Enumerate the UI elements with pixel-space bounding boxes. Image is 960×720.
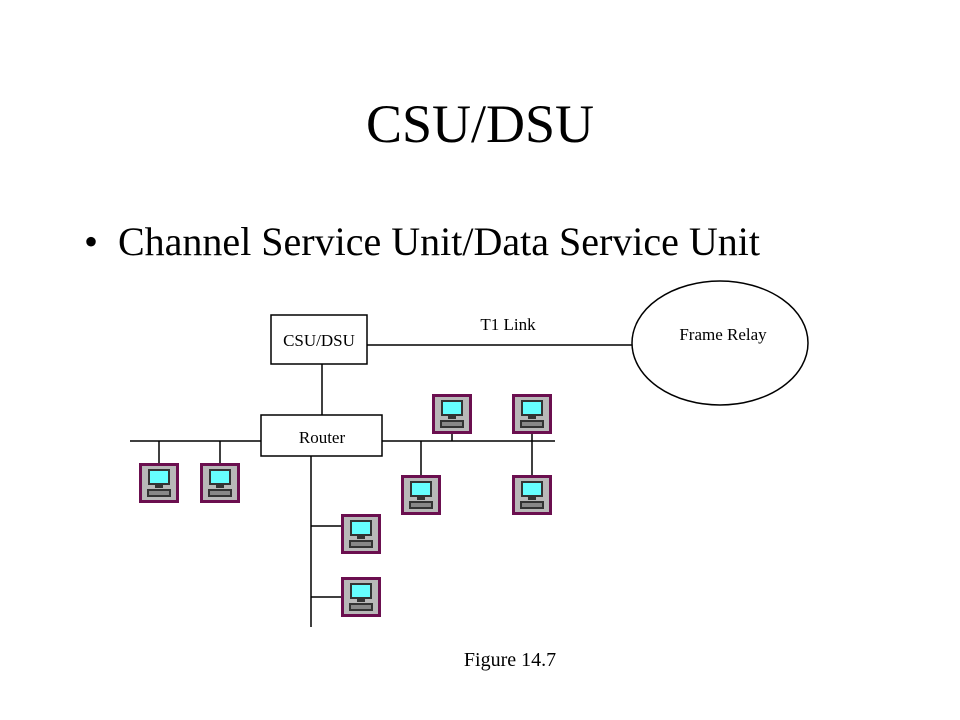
bullet-marker: • <box>84 219 99 264</box>
router-label: Router <box>299 428 346 447</box>
computer-icon <box>341 514 381 554</box>
bullet-text: Channel Service Unit/Data Service Unit <box>118 219 761 264</box>
computer-icon <box>341 577 381 617</box>
computer-icon <box>401 475 441 515</box>
frame-relay-label: Frame Relay <box>679 325 767 344</box>
t1-link-label: T1 Link <box>480 315 536 334</box>
slide-title: CSU/DSU <box>365 94 595 154</box>
computer-icon <box>432 394 472 434</box>
computer-icon <box>200 463 240 503</box>
csu-dsu-label: CSU/DSU <box>283 331 355 350</box>
computer-icon <box>512 475 552 515</box>
bullet-item: • Channel Service Unit/Data Service Unit <box>84 216 760 268</box>
computer-icon <box>139 463 179 503</box>
router-box <box>260 414 383 457</box>
figure-caption: Figure 14.7 <box>463 649 557 671</box>
csu-dsu-box <box>270 314 368 365</box>
frame-relay-cloud <box>631 280 809 406</box>
computer-icon <box>512 394 552 434</box>
